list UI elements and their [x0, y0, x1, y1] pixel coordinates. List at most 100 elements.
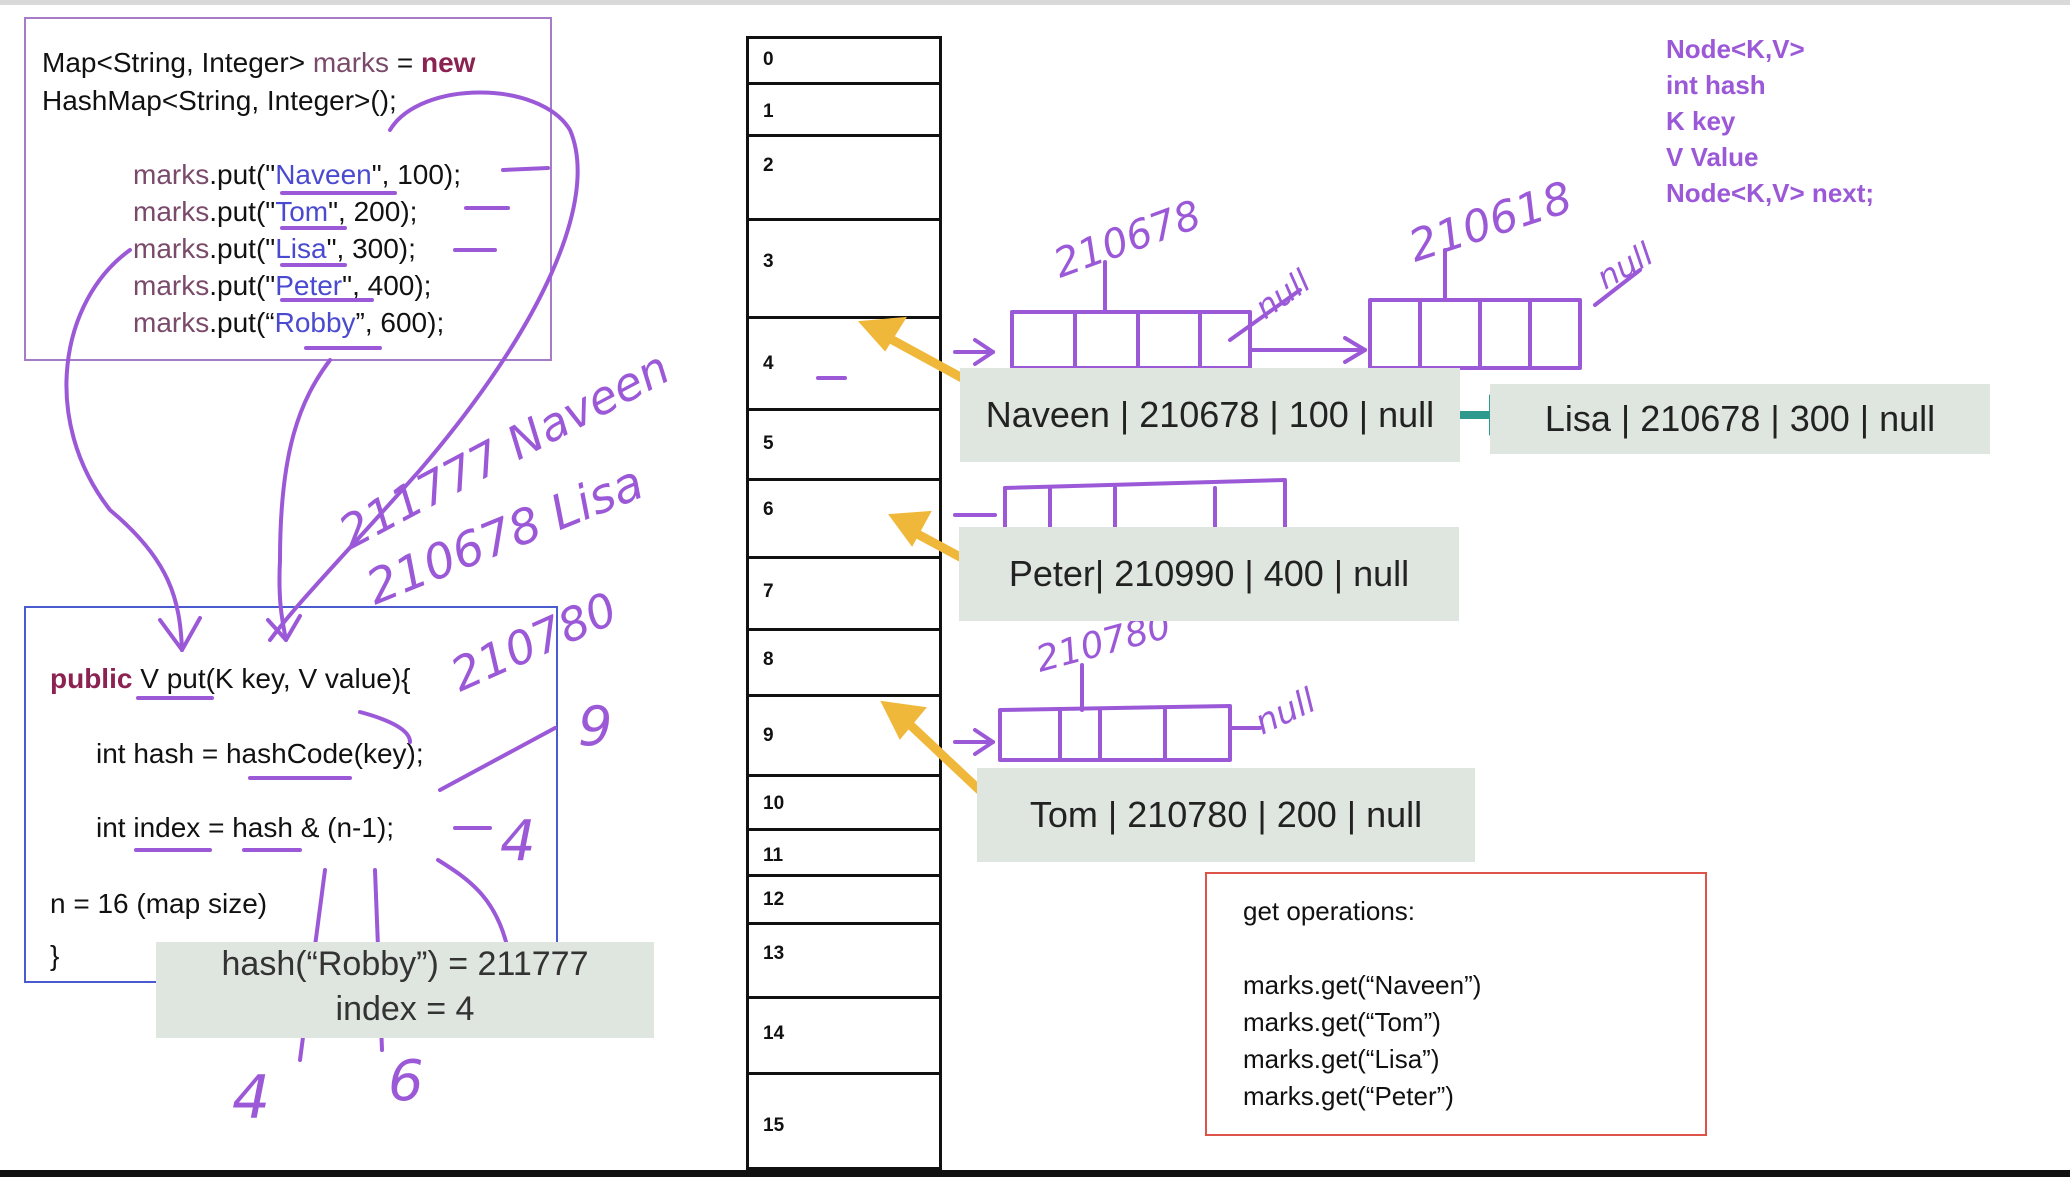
null-stroke-1 — [1228, 288, 1302, 342]
put-close-brace: } — [50, 940, 60, 971]
node6-top — [1003, 478, 1287, 530]
bucket-6: 6 — [749, 481, 939, 559]
keyword-new: new — [420, 47, 476, 78]
bucket-13: 13 — [749, 925, 939, 999]
node-hash-note: int hash — [1666, 70, 1766, 100]
bucket-14: 14 — [749, 999, 939, 1075]
next-arrowhead-1 — [1343, 336, 1367, 364]
null-stroke-2 — [1593, 268, 1642, 307]
put-key: Robby — [274, 307, 356, 338]
bucket-4: 4 — [749, 319, 939, 411]
put-value: ”, 600); — [355, 307, 445, 338]
bucket-index: 11 — [763, 845, 784, 866]
bucket-index: 0 — [763, 49, 774, 70]
curve-robby — [277, 358, 332, 642]
bucket-0: 0 — [749, 39, 939, 85]
hw-robby-naveen: 211777 Naveen — [330, 340, 678, 559]
node-class-note: Node<K,V> — [1666, 34, 1805, 64]
hw-hash-lisa-2: 210678 Lisa — [359, 454, 652, 616]
put-line-robby: marks.put(“Robby”, 600); — [133, 307, 444, 339]
bucket-index: 12 — [763, 889, 785, 910]
bucket-index: 2 — [763, 155, 774, 176]
hw-null-2: null — [1590, 235, 1660, 297]
node-box-tom — [998, 704, 1232, 762]
put-hash-line: int hash = hashCode(key); — [96, 738, 424, 769]
put-key: Tom — [275, 196, 329, 227]
hash-calculation-label: hash(“Robby”) = 211777 index = 4 — [156, 942, 654, 1038]
bucket-index: 5 — [763, 433, 774, 454]
declaration-eq: = — [389, 47, 421, 78]
node-box-lisa — [1368, 298, 1582, 370]
keyword-public: public — [50, 663, 133, 694]
get-line-naveen: marks.get(“Naveen”) — [1243, 970, 1482, 1000]
bucket-10: 10 — [749, 777, 939, 831]
get-operations-title: get operations: — [1243, 896, 1416, 926]
bucket-2: 2 — [749, 137, 939, 221]
hw-null-3: null — [1249, 680, 1323, 743]
bucket-12: 12 — [749, 877, 939, 925]
put-value: ", 200); — [328, 196, 418, 227]
get-line-tom: marks.get(“Tom”) — [1243, 1007, 1441, 1037]
put-var: marks — [133, 307, 210, 338]
put-value: ", 400); — [342, 270, 432, 301]
put-value: ", 100); — [371, 159, 462, 190]
bucket-11: 11 — [749, 831, 939, 877]
hash-calc-line-2: index = 4 — [335, 990, 475, 1028]
get-line-lisa: marks.get(“Lisa”) — [1243, 1044, 1440, 1074]
bucket-9: 9 — [749, 697, 939, 777]
put-var: marks — [133, 270, 210, 301]
declaration-type: Map<String, Integer> — [42, 47, 313, 78]
entry-lisa: Lisa | 210678 | 300 | null — [1490, 384, 1990, 454]
entry-tom: Tom | 210780 | 200 | null — [977, 768, 1475, 862]
declaration-line-2: HashMap<String, Integer>(); — [42, 85, 397, 116]
put-method-box: public V put(K key, V value){ int hash =… — [24, 606, 558, 983]
hw-hash-naveen: 210678 — [1048, 192, 1207, 287]
hw-6: 6 — [388, 1049, 424, 1114]
bucket-15: 15 — [749, 1075, 939, 1173]
bucket-index: 9 — [763, 725, 774, 746]
bucket-index: 4 — [763, 353, 774, 374]
put-signature: public V put(K key, V value){ — [50, 663, 411, 695]
bucket-index: 10 — [763, 793, 785, 814]
bucket-8: 8 — [749, 631, 939, 697]
bucket9-arrowhead — [973, 728, 995, 756]
bucket-array: 0 1 2 3 4 5 6 7 8 9 10 11 12 13 14 15 — [746, 36, 942, 1170]
put-call: .put(" — [209, 159, 276, 190]
put-key: Naveen — [275, 159, 372, 190]
put-var: marks — [133, 196, 210, 227]
bucket-5: 5 — [749, 411, 939, 481]
bucket-index: 8 — [763, 649, 774, 670]
put-signature-rest: V put(K key, V value){ — [132, 663, 411, 694]
bucket-index: 13 — [763, 943, 785, 964]
put-var: marks — [133, 159, 210, 190]
get-operations-box: get operations: marks.get(“Naveen”) mark… — [1205, 872, 1707, 1136]
put-key: Peter — [275, 270, 343, 301]
entry-peter: Peter| 210990 | 400 | null — [959, 527, 1459, 621]
hw-9: 9 — [578, 695, 612, 758]
put-line-peter: marks.put("Peter", 400); — [133, 270, 431, 302]
entry-naveen: Naveen | 210678 | 100 | null — [960, 368, 1460, 462]
put-call: .put(" — [209, 270, 276, 301]
bucket4-arrowhead — [973, 338, 995, 366]
bottom-border — [0, 1170, 2070, 1177]
hw-hash-lisa: 210618 — [1403, 172, 1579, 272]
bucket-7: 7 — [749, 559, 939, 631]
bucket-index: 6 — [763, 499, 774, 520]
declaration-var: marks — [312, 47, 390, 78]
put-key: Lisa — [275, 233, 327, 264]
put-value: ", 300); — [326, 233, 416, 264]
bucket-index: 15 — [763, 1115, 785, 1136]
put-call: .put(" — [209, 233, 276, 264]
put-line-lisa: marks.put("Lisa", 300); — [133, 233, 416, 265]
hashmap-code-box: Map<String, Integer> marks = new HashMap… — [24, 17, 552, 361]
put-index-line: int index = hash & (n-1); — [96, 812, 395, 843]
bucket-1: 1 — [749, 85, 939, 137]
get-line-peter: marks.get(“Peter”) — [1243, 1081, 1454, 1111]
put-call: .put(“ — [209, 307, 275, 338]
put-line-naveen: marks.put("Naveen", 100); — [133, 159, 461, 191]
hash-calc-line-1: hash(“Robby”) = 211777 — [221, 945, 589, 983]
bucket-index: 1 — [763, 101, 774, 122]
top-border — [0, 0, 2070, 5]
hw-null-1: null — [1248, 262, 1318, 327]
node-box-naveen — [1010, 310, 1252, 370]
